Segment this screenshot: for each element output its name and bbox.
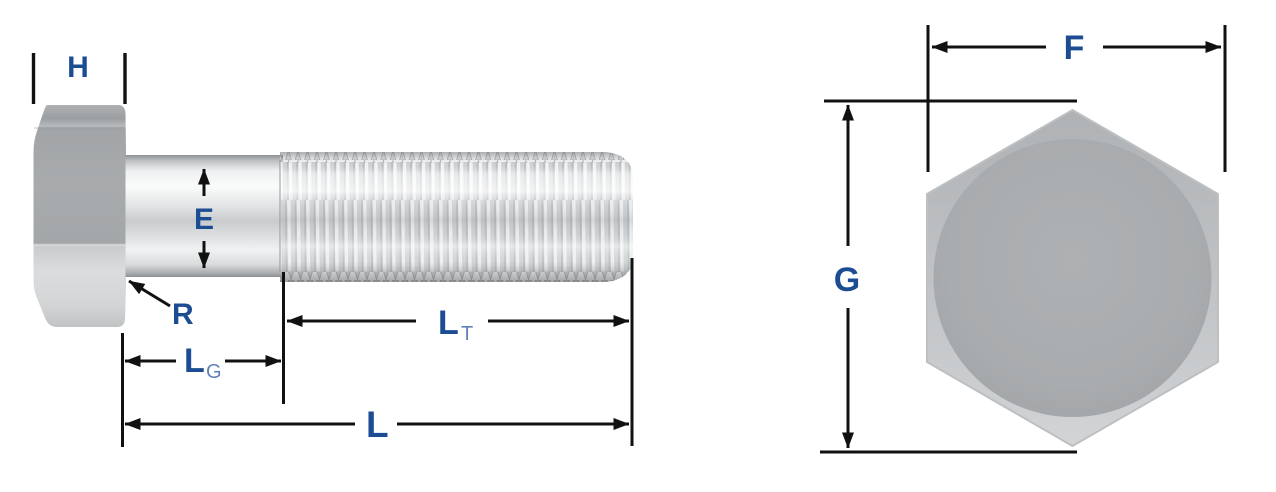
dim-label-r: R	[172, 298, 194, 331]
dim-label-lg-subscript: G	[206, 361, 222, 383]
bolt-side-view: H E R L T L G	[31, 51, 634, 447]
dim-label-lt: L	[438, 304, 459, 342]
dimension-f: F	[926, 25, 1227, 172]
r-arrow	[128, 279, 171, 308]
dimension-g: G	[820, 99, 1077, 454]
dimension-l: L	[124, 404, 630, 445]
dim-label-e: E	[194, 203, 214, 236]
dim-label-lt-subscript: T	[461, 323, 473, 345]
head-chamfer-circle	[933, 139, 1212, 417]
dimension-lg: L G	[124, 342, 282, 383]
dim-label-h: H	[67, 51, 89, 84]
thread-shading	[280, 152, 633, 282]
dim-label-lg: L	[184, 342, 205, 380]
dimension-e: E	[194, 168, 214, 269]
dimension-lt: L T	[286, 304, 630, 345]
dimension-r: R	[128, 279, 194, 331]
dim-label-g: G	[834, 261, 860, 299]
dim-label-l: L	[366, 404, 389, 445]
dimension-h: H	[31, 51, 127, 104]
dim-label-f: F	[1064, 29, 1085, 67]
bolt-end-view: F G	[820, 25, 1227, 454]
bolt-threads	[280, 152, 633, 282]
bolt-head-side	[33, 105, 126, 327]
